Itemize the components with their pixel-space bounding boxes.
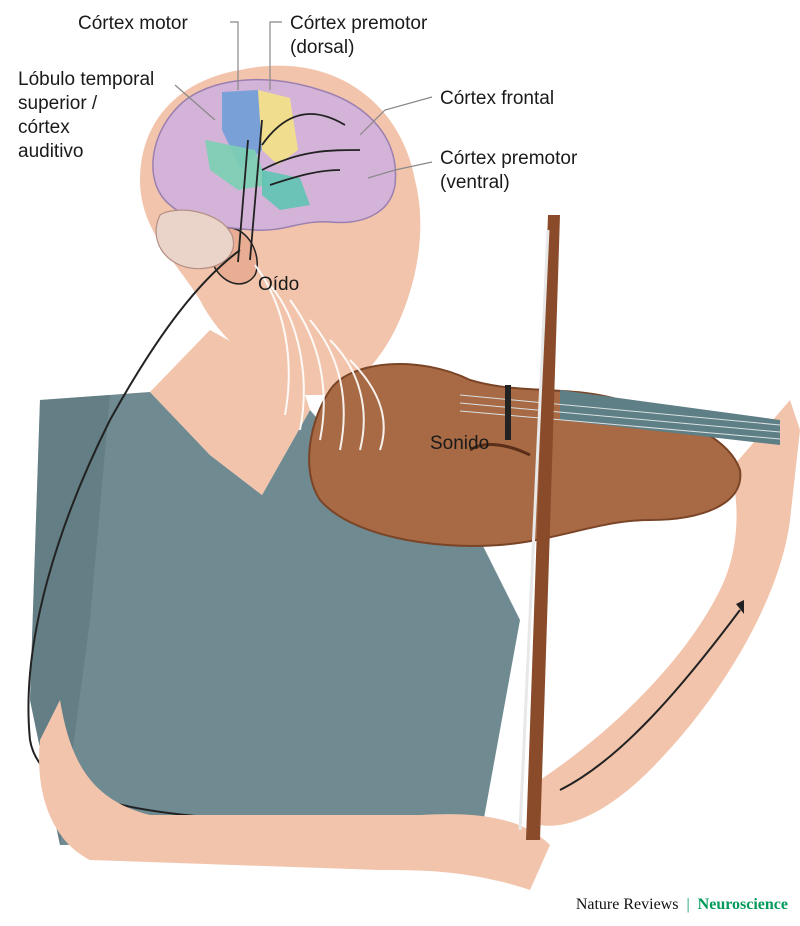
label-cortex-frontal: Córtex frontal [440, 87, 554, 111]
label-line: auditivo [18, 140, 154, 164]
label-cortex-motor: Córtex motor [78, 12, 188, 36]
violin-bridge [505, 385, 511, 440]
label-line: (ventral) [440, 171, 577, 195]
credit-section: Neuroscience [698, 896, 788, 913]
label-cortex-premotor-dorsal: Córtex premotor (dorsal) [290, 12, 427, 60]
label-line: Lóbulo temporal [18, 68, 154, 92]
label-line: córtex [18, 116, 154, 140]
label-line: Córtex premotor [290, 12, 427, 36]
label-lobulo-temporal: Lóbulo temporal superior / córtex auditi… [18, 68, 154, 164]
label-line: Córtex premotor [440, 147, 577, 171]
label-line: superior / [18, 92, 154, 116]
credit-line: Nature Reviews | Neuroscience [576, 896, 788, 914]
credit-separator: | [686, 896, 689, 913]
label-sonido: Sonido [430, 432, 489, 456]
label-line: (dorsal) [290, 36, 427, 60]
credit-journal: Nature Reviews [576, 896, 679, 913]
label-cortex-premotor-ventral: Córtex premotor (ventral) [440, 147, 577, 195]
label-oido: Oído [258, 273, 299, 297]
